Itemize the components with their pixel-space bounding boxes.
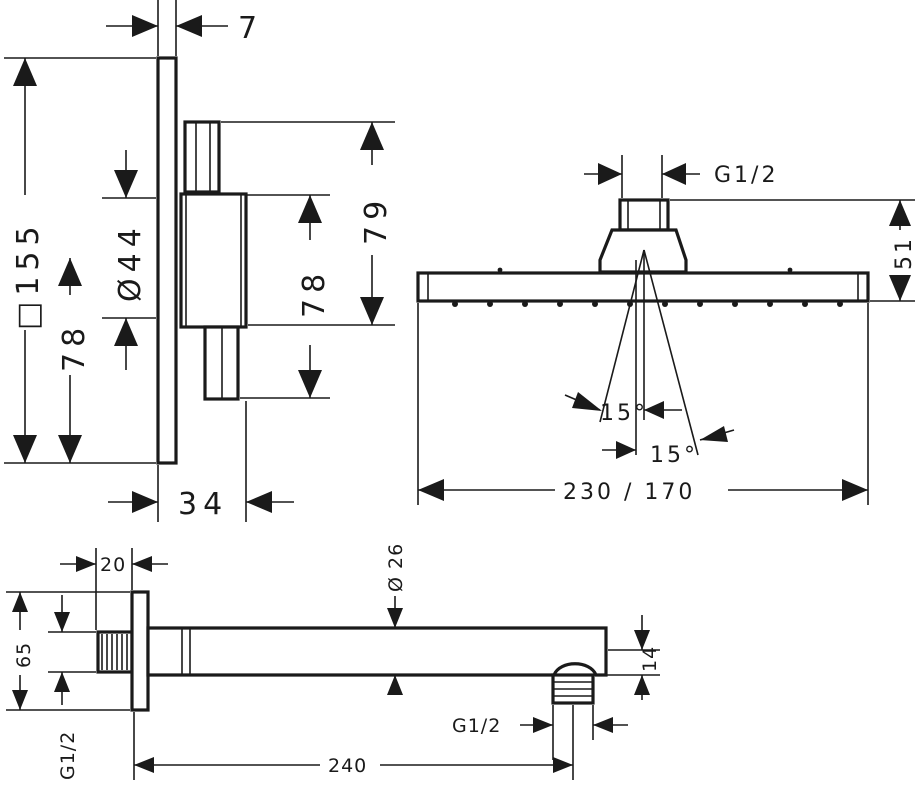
- dim-head-thread-label: G1/2: [714, 163, 778, 188]
- dim-outlet-thread-label: G1/2: [452, 715, 501, 737]
- dim-diameter-knob: Ø44: [102, 150, 156, 370]
- dim-head-width-label: 230 / 170: [563, 480, 695, 505]
- spray-angle-lines: [599, 249, 699, 456]
- dim-head-thread: G1/2: [584, 155, 778, 198]
- dim-height-body: 79: [221, 121, 395, 326]
- dim-center-right: 78: [240, 194, 332, 399]
- arm-tube: [146, 626, 608, 677]
- dim-center-left-label: 78: [57, 322, 92, 372]
- dim-arm-height-label: 14: [639, 646, 661, 672]
- dim-center-left: 78: [57, 258, 92, 463]
- dim-angle-right-label: 15°: [650, 443, 698, 468]
- dim-head-height: 51: [670, 199, 917, 302]
- head-plate: [416, 271, 870, 303]
- dim-flange-depth: 20: [60, 548, 168, 630]
- dim-arm-length-label: 240: [328, 755, 367, 777]
- dim-wall-gap: 7: [106, 0, 263, 56]
- dim-depth-label: 34: [178, 487, 228, 522]
- dim-angle-left: 15°: [564, 392, 682, 426]
- dim-left-thread-label: G1/2: [57, 731, 79, 780]
- mixer-wall-plate: [156, 56, 178, 465]
- dim-arm-height: 14: [600, 615, 661, 700]
- shower-arm-drawing: 20 65 G1/2 Ø 26: [6, 543, 661, 780]
- dim-flange-depth-label: 20: [100, 554, 126, 576]
- dim-outlet-thread: G1/2: [452, 705, 628, 760]
- dim-arm-length: 240: [133, 705, 574, 780]
- mixer-knob-body: [179, 192, 248, 329]
- dim-diameter-knob-label: Ø44: [113, 222, 148, 302]
- arm-flange: [130, 590, 150, 712]
- dim-plate-square: □155: [4, 57, 156, 464]
- dim-arm-diameter-label: Ø 26: [385, 543, 407, 592]
- dim-flange-height-label: 65: [13, 642, 35, 668]
- dim-left-thread: G1/2: [48, 595, 96, 780]
- dim-depth: 34: [108, 401, 294, 522]
- mixer-body-drawing: 7 □155 78 Ø44: [4, 0, 395, 522]
- dim-wall-gap-label: 7: [238, 11, 263, 46]
- dim-center-right-label: 78: [297, 268, 332, 318]
- shower-head-drawing: 15° 15° G1/2 51: [416, 155, 917, 505]
- dim-flange-height: 65: [6, 591, 130, 711]
- dim-arm-diameter: Ø 26: [385, 543, 407, 695]
- dim-head-height-label: 51: [892, 236, 917, 270]
- dim-height-body-label: 79: [359, 195, 394, 245]
- mixer-upper-cylinder: [183, 120, 221, 194]
- dim-angle-right: 15°: [602, 426, 735, 468]
- dim-angle-left-label: 15°: [600, 401, 648, 426]
- dim-plate-square-label: □155: [11, 220, 46, 330]
- dim-head-width: 230 / 170: [417, 303, 869, 505]
